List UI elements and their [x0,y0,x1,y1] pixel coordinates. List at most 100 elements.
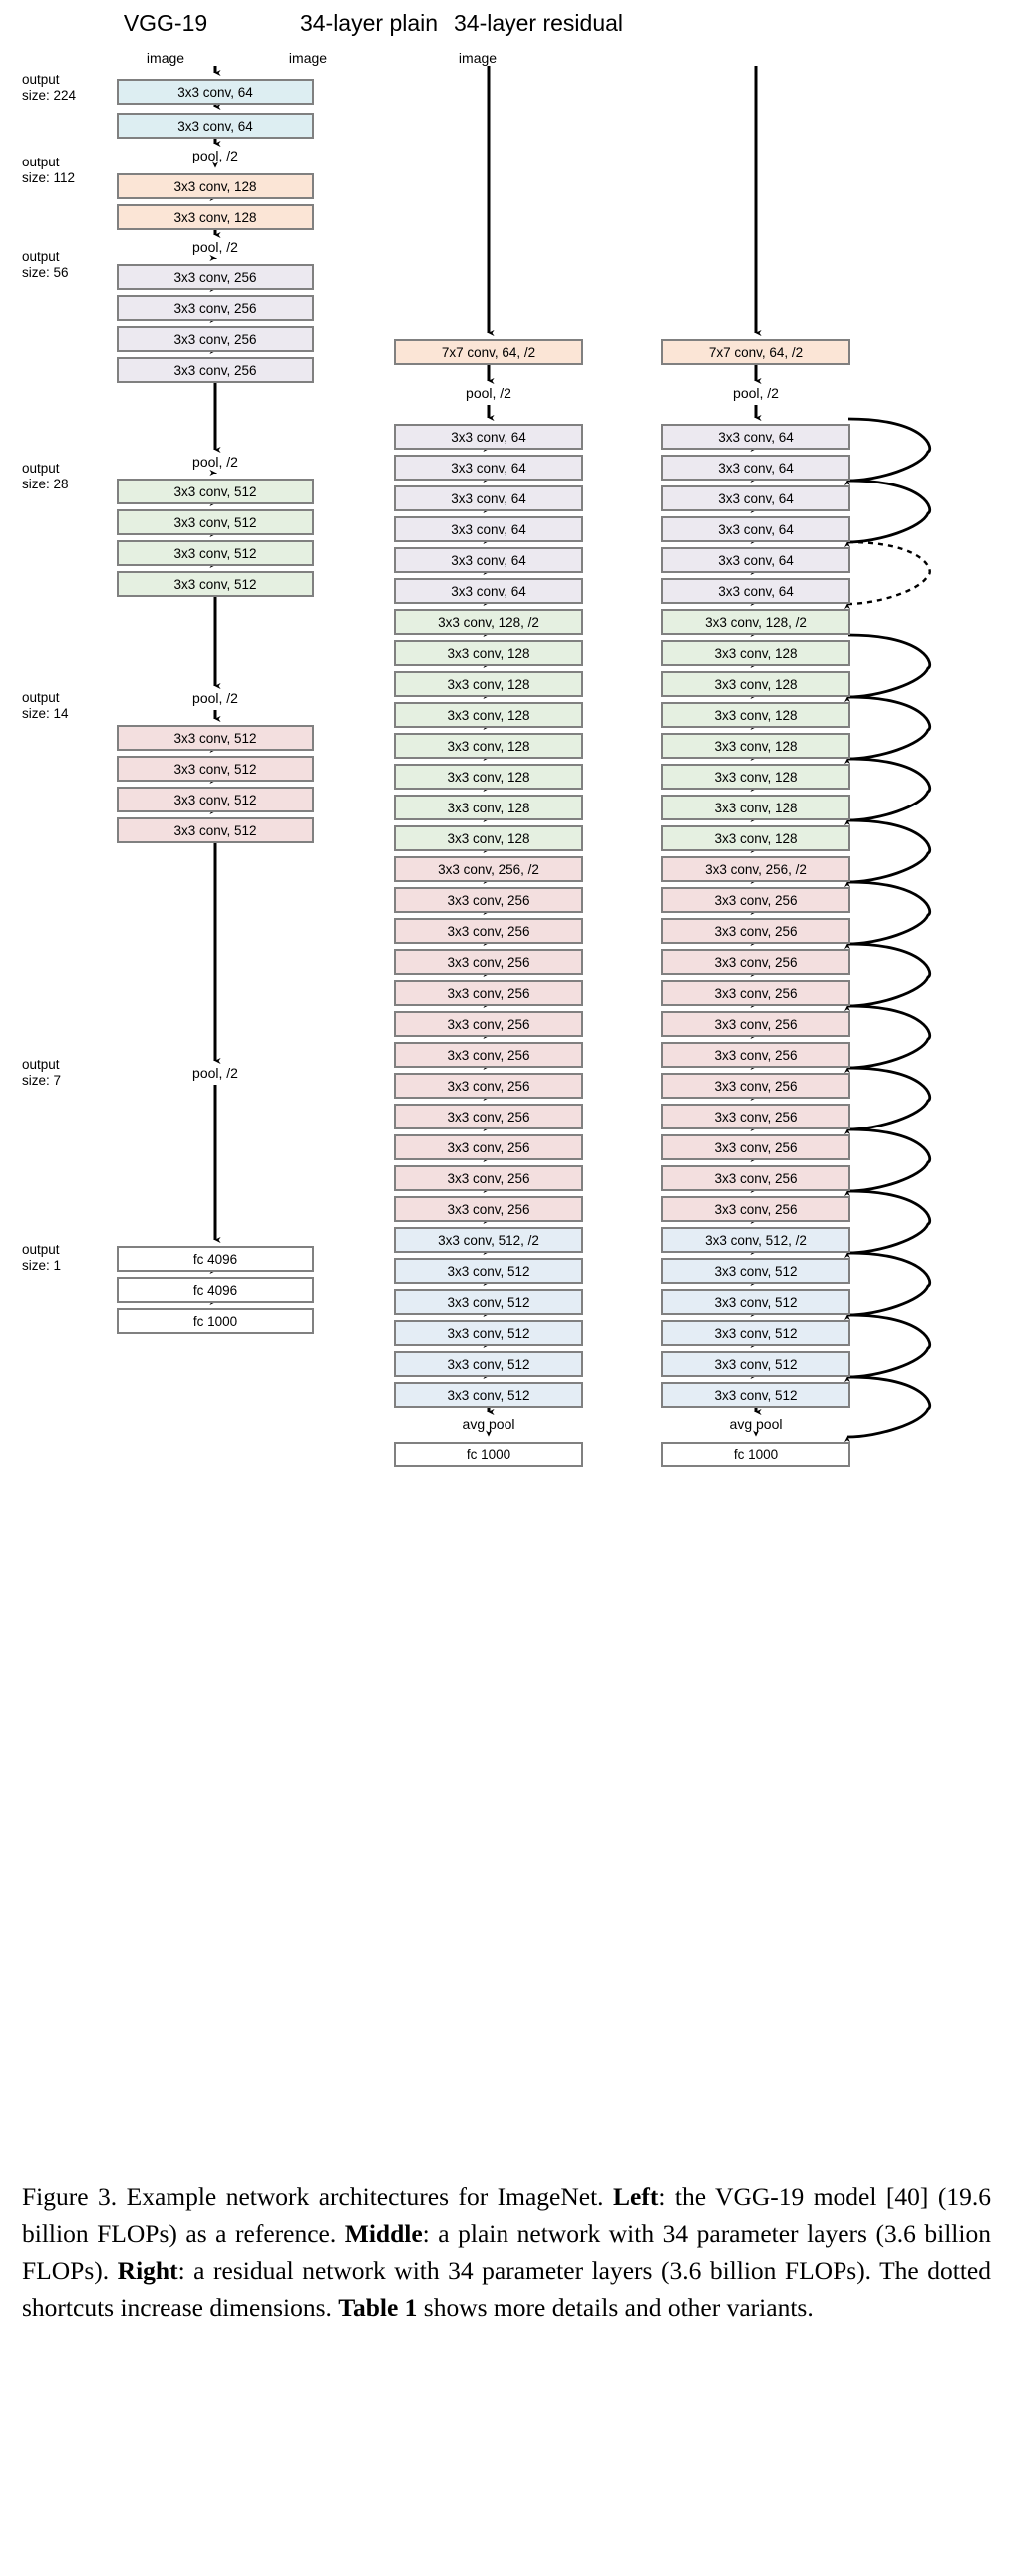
residual-shortcut-solid [844,818,932,888]
res34-layer-box-13: 3x3 conv, 128 [661,795,850,820]
res34-layer-box-11: 3x3 conv, 128 [661,733,850,759]
output-size-1-line2: size: 1 [22,1258,62,1273]
caption-t2: : a plain network with 34 parameter laye… [22,2219,991,2285]
res34-layer-box-31: 3x3 conv, 512 [661,1351,850,1377]
caption-t1: : the VGG-19 model [40] (19.6 billion FL… [22,2182,991,2248]
plain34-layer-box-20: 3x3 conv, 256 [394,1011,583,1037]
vgg-layer-box-14: 3x3 conv, 512 [117,787,314,812]
res34-layer-box-20: 3x3 conv, 256 [661,1011,850,1037]
res34-layer-box-14: 3x3 conv, 128 [661,825,850,851]
plain34-layer-box-2: 3x3 conv, 64 [394,455,583,481]
residual-shortcut-solid [844,942,932,1012]
plain34-layer-box-15: 3x3 conv, 256, /2 [394,856,583,882]
plain34-layer-box-25: 3x3 conv, 256 [394,1165,583,1191]
plain34-pool-label: pool, /2 [466,385,511,401]
vgg-layer-box-8: 3x3 conv, 512 [117,479,314,504]
plain34-layer-box-5: 3x3 conv, 64 [394,547,583,573]
figure-caption: Figure 3. Example network architectures … [22,2178,991,2326]
caption-prefix: Figure 3. Example network architectures … [22,2182,614,2211]
residual-shortcut-solid [844,417,932,486]
column-title-vgg: VGG-19 [123,10,208,36]
output-size-224: output size: 224 [22,72,76,104]
output-size-28-line2: size: 28 [22,477,69,491]
plain34-layer-box-11: 3x3 conv, 128 [394,733,583,759]
caption-bold-left: Left [613,2182,659,2211]
output-size-224-line1: output [22,72,60,87]
caption-bold-middle: Middle [344,2219,423,2248]
output-size-28: output size: 28 [22,461,69,492]
res34-layer-box-10: 3x3 conv, 128 [661,702,850,728]
res34-layer-box-16: 3x3 conv, 256 [661,887,850,913]
plain34-layer-box-28: 3x3 conv, 512 [394,1258,583,1284]
output-size-112: output size: 112 [22,155,75,186]
plain34-layer-box-22: 3x3 conv, 256 [394,1073,583,1099]
residual-shortcut-solid [844,1375,932,1443]
plain34-layer-box-18: 3x3 conv, 256 [394,949,583,975]
output-size-56: output size: 56 [22,249,69,281]
residual-shortcut-solid [844,1004,932,1074]
res34-layer-box-26: 3x3 conv, 256 [661,1196,850,1222]
plain34-layer-box-12: 3x3 conv, 128 [394,764,583,790]
residual-shortcut-solid [844,695,932,765]
plain34-layer-box-10: 3x3 conv, 128 [394,702,583,728]
vgg-layer-box-12: 3x3 conv, 512 [117,725,314,751]
residual-shortcut-solid [844,1127,932,1197]
plain34-layer-box-16: 3x3 conv, 256 [394,887,583,913]
vgg-layer-box-3: 3x3 conv, 128 [117,204,314,230]
input-label-plain: image [288,50,328,66]
res34-layer-box-21: 3x3 conv, 256 [661,1042,850,1068]
plain34-layer-box-4: 3x3 conv, 64 [394,516,583,542]
res34-layer-box-9: 3x3 conv, 128 [661,671,850,697]
res34-layer-box-8: 3x3 conv, 128 [661,640,850,666]
plain34-layer-box-26: 3x3 conv, 256 [394,1196,583,1222]
vgg-layer-box-0: 3x3 conv, 64 [117,79,314,105]
residual-shortcut-solid [844,1313,932,1383]
vgg-layer-box-5: 3x3 conv, 256 [117,295,314,321]
column-title-plain: 34-layer plain [299,10,439,36]
res34-layer-box-0: 7x7 conv, 64, /2 [661,339,850,365]
output-size-112-line2: size: 112 [22,170,76,185]
input-label-vgg: image [146,50,185,66]
plain34-layer-box-31: 3x3 conv, 512 [394,1351,583,1377]
caption-t3: : a residual network with 34 parameter l… [22,2256,991,2322]
vgg-layer-box-16: fc 4096 [117,1246,314,1272]
plain34-layer-box-33: fc 1000 [394,1442,583,1467]
plain34-layer-box-32: 3x3 conv, 512 [394,1382,583,1408]
plain34-layer-box-3: 3x3 conv, 64 [394,485,583,511]
residual-shortcut-solid [844,633,932,703]
res34-layer-box-33: fc 1000 [661,1442,850,1467]
plain34-layer-box-19: 3x3 conv, 256 [394,980,583,1006]
res34-pool-label: pool, /2 [733,385,779,401]
res34-layer-box-3: 3x3 conv, 64 [661,485,850,511]
plain34-layer-box-0: 7x7 conv, 64, /2 [394,339,583,365]
output-size-7-line2: size: 7 [22,1073,62,1088]
res34-layer-box-29: 3x3 conv, 512 [661,1289,850,1315]
vgg-layer-box-7: 3x3 conv, 256 [117,357,314,383]
res34-layer-box-22: 3x3 conv, 256 [661,1073,850,1099]
output-size-7: output size: 7 [22,1057,61,1089]
plain34-layer-box-27: 3x3 conv, 512, /2 [394,1227,583,1253]
vgg-layer-box-1: 3x3 conv, 64 [117,113,314,139]
vgg-layer-box-15: 3x3 conv, 512 [117,817,314,843]
output-size-112-line1: output [22,155,60,169]
res34-layer-box-28: 3x3 conv, 512 [661,1258,850,1284]
res34-layer-box-7: 3x3 conv, 128, /2 [661,609,850,635]
plain34-layer-box-21: 3x3 conv, 256 [394,1042,583,1068]
output-size-14: output size: 14 [22,690,69,722]
plain34-layer-box-9: 3x3 conv, 128 [394,671,583,697]
residual-shortcut-dotted [844,540,931,610]
res34-layer-box-5: 3x3 conv, 64 [661,547,850,573]
plain34-layer-box-7: 3x3 conv, 128, /2 [394,609,583,635]
output-size-1: output size: 1 [22,1242,61,1274]
res34-layer-box-30: 3x3 conv, 512 [661,1320,850,1346]
output-size-224-line2: size: 224 [22,88,77,103]
plain34-layer-box-29: 3x3 conv, 512 [394,1289,583,1315]
output-size-14-line1: output [22,690,60,705]
res34-layer-box-15: 3x3 conv, 256, /2 [661,856,850,882]
output-size-56-line2: size: 56 [22,265,69,280]
res34-layer-box-25: 3x3 conv, 256 [661,1165,850,1191]
output-size-28-line1: output [22,461,60,476]
vgg-pool-label-15: pool, /2 [192,690,238,706]
column-title-residual: 34-layer residual [453,10,624,36]
